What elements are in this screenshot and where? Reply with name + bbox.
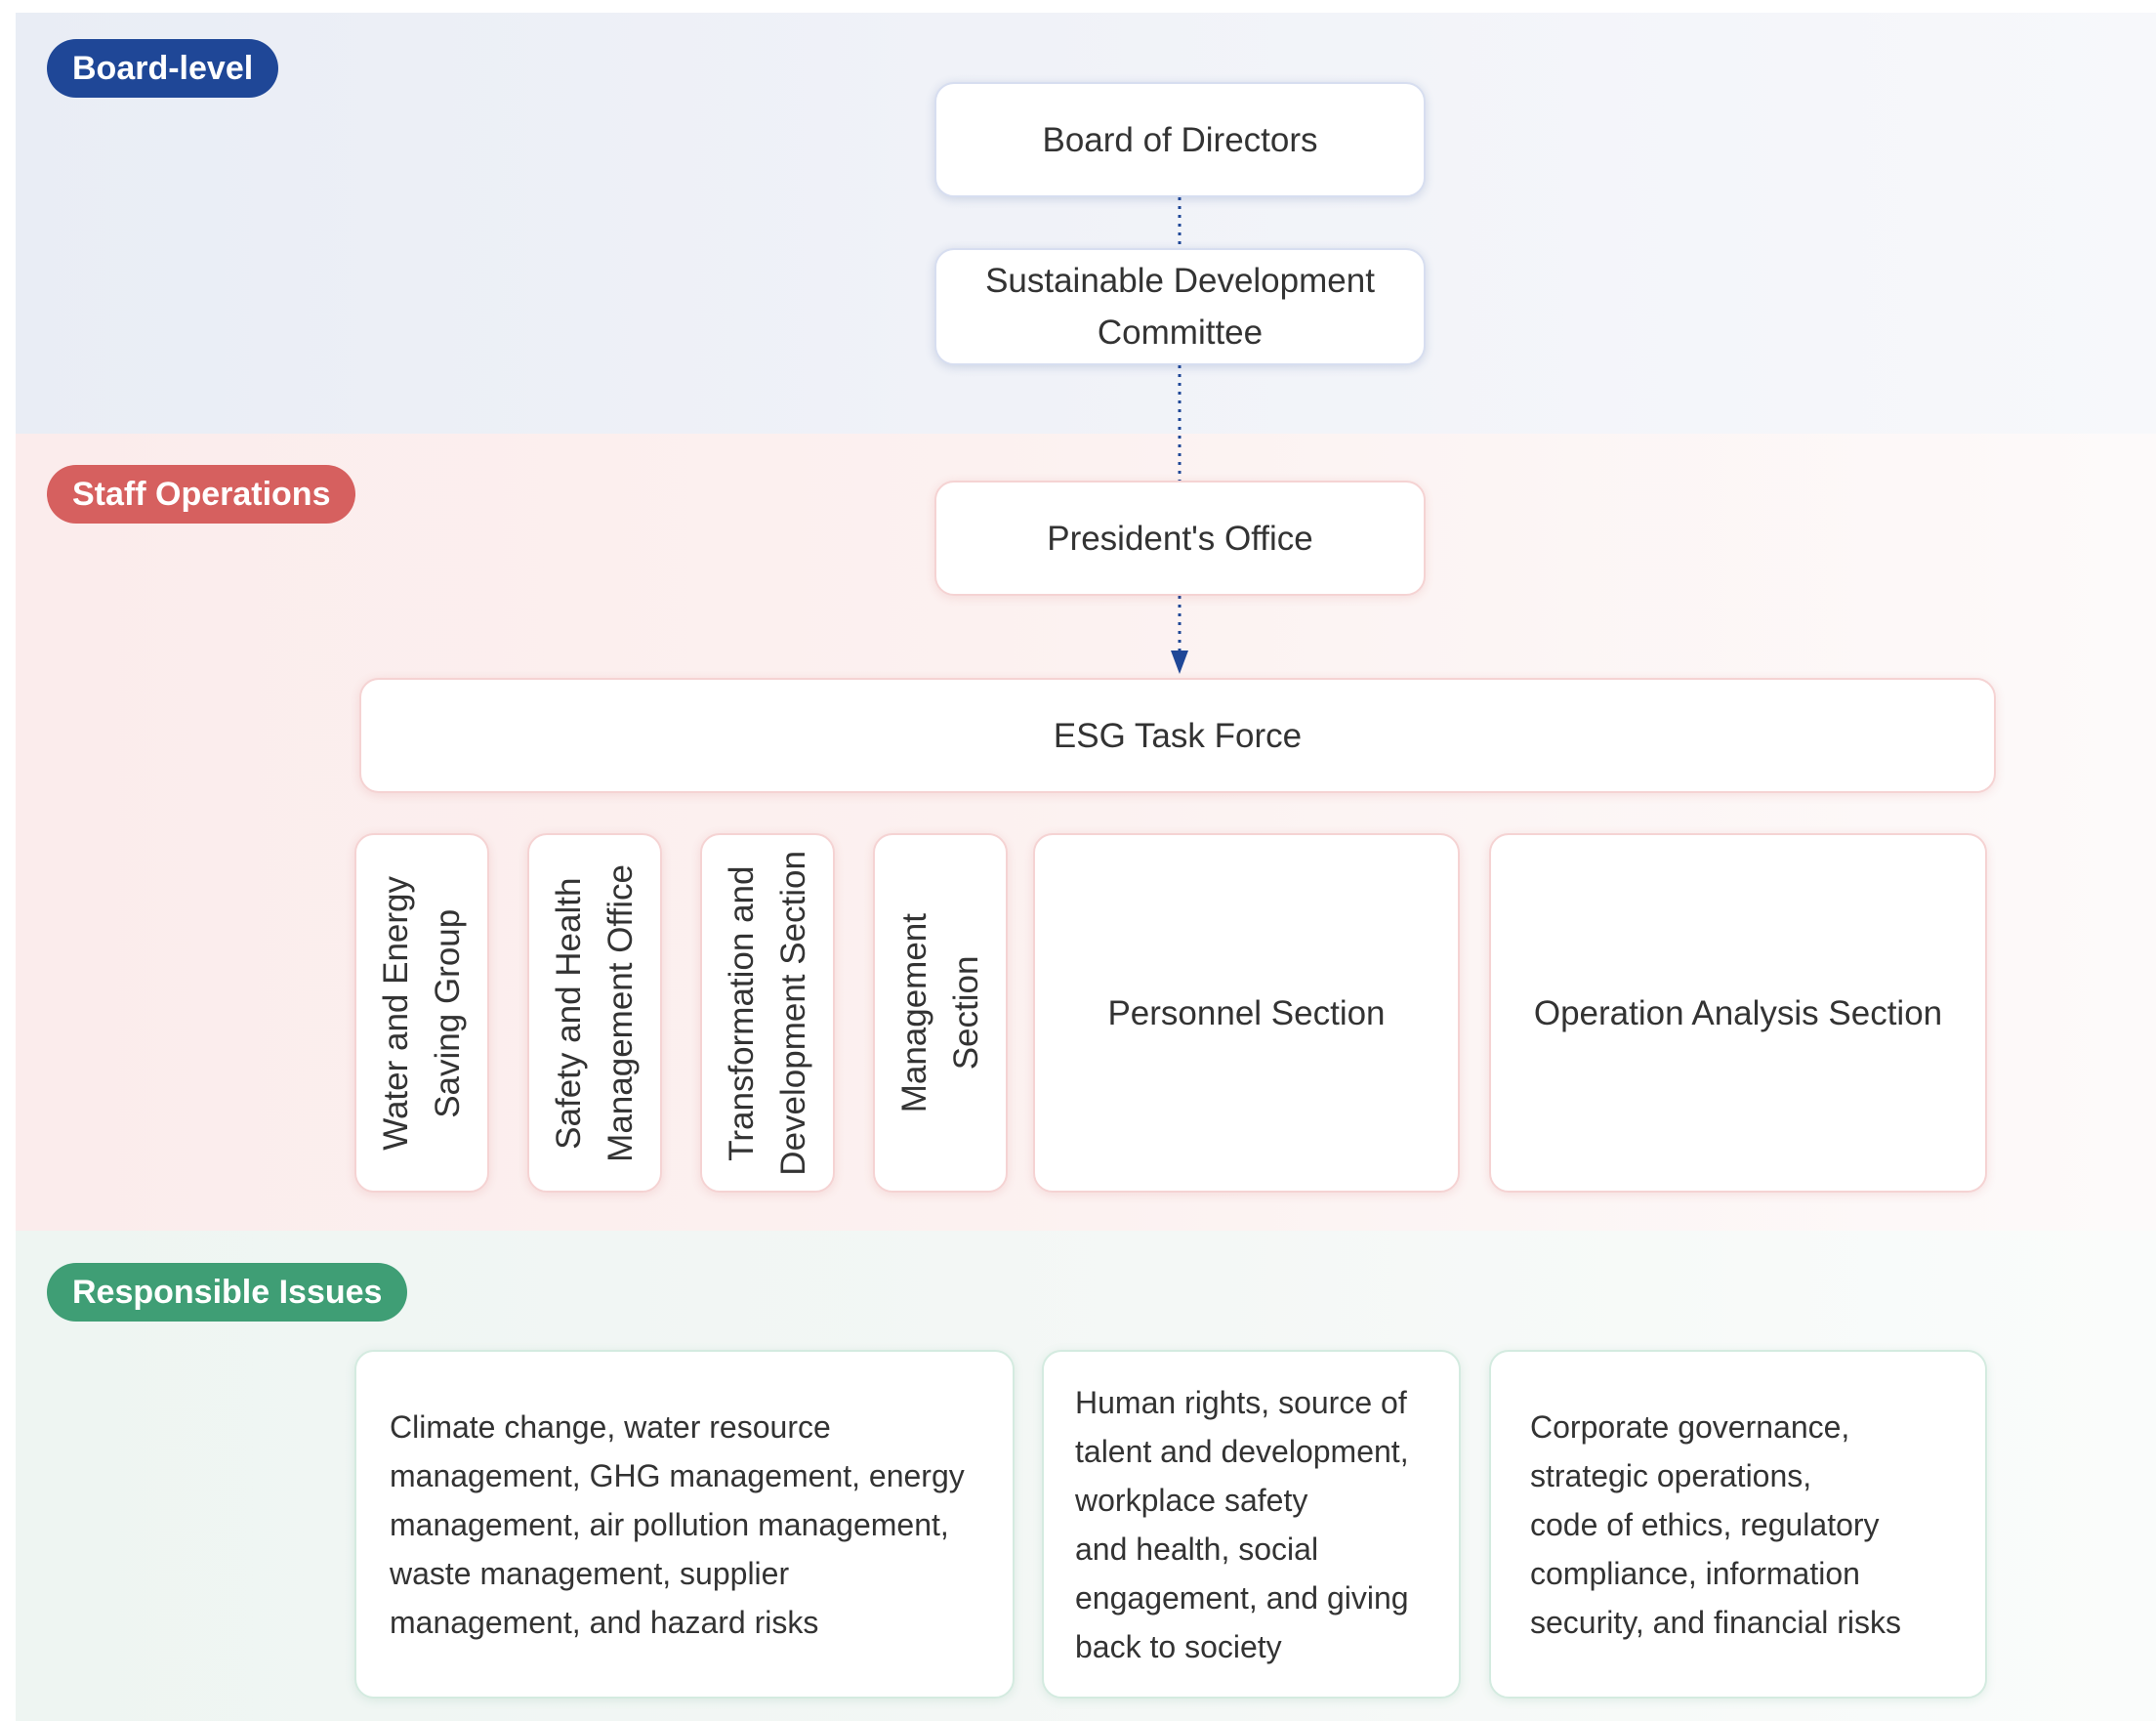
issue-text: Climate change, water resource managemen… — [390, 1408, 965, 1640]
presidents-office-node: President's Office — [934, 481, 1426, 596]
sustainable-development-committee-node: Sustainable Development Committee — [934, 248, 1426, 365]
section-label: Safety and Health Management Office — [550, 863, 640, 1162]
issue-governance: Corporate governance, strategic operatio… — [1489, 1350, 1987, 1699]
section-transformation-development: Transformation and Development Section — [700, 833, 835, 1193]
section-label: Transformation and Development Section — [723, 850, 812, 1176]
responsible-issues-label: Responsible Issues — [47, 1263, 408, 1322]
section-personnel: Personnel Section — [1033, 833, 1460, 1193]
issue-text: Human rights, source of talent and devel… — [1075, 1384, 1409, 1664]
board-level-label: Board-level — [47, 39, 279, 98]
section-label: Operation Analysis Section — [1533, 993, 1943, 1032]
esg-task-force-label: ESG Task Force — [1053, 716, 1303, 755]
section-label: Management Section — [895, 912, 985, 1113]
section-safety-health-management-office: Safety and Health Management Office — [527, 833, 662, 1193]
staff-operations-label: Staff Operations — [47, 465, 356, 524]
section-operation-analysis: Operation Analysis Section — [1489, 833, 1987, 1193]
section-label: Personnel Section — [1107, 993, 1386, 1032]
issue-text: Corporate governance, strategic operatio… — [1530, 1408, 1901, 1640]
presidents-office-label: President's Office — [1047, 519, 1313, 558]
issue-social: Human rights, source of talent and devel… — [1042, 1350, 1461, 1699]
section-label: Water and Energy Saving Group — [377, 875, 467, 1151]
section-water-energy-saving-group: Water and Energy Saving Group — [354, 833, 489, 1193]
connector-arrowhead — [1171, 651, 1188, 674]
board-of-directors-label: Board of Directors — [1042, 120, 1318, 159]
esg-task-force-node: ESG Task Force — [359, 678, 1996, 793]
committee-label-line2: Committee — [1097, 314, 1264, 352]
committee-label-line1: Sustainable Development — [985, 262, 1375, 300]
board-of-directors-node: Board of Directors — [934, 82, 1426, 197]
section-management: Management Section — [873, 833, 1008, 1193]
issue-environmental: Climate change, water resource managemen… — [354, 1350, 1015, 1699]
